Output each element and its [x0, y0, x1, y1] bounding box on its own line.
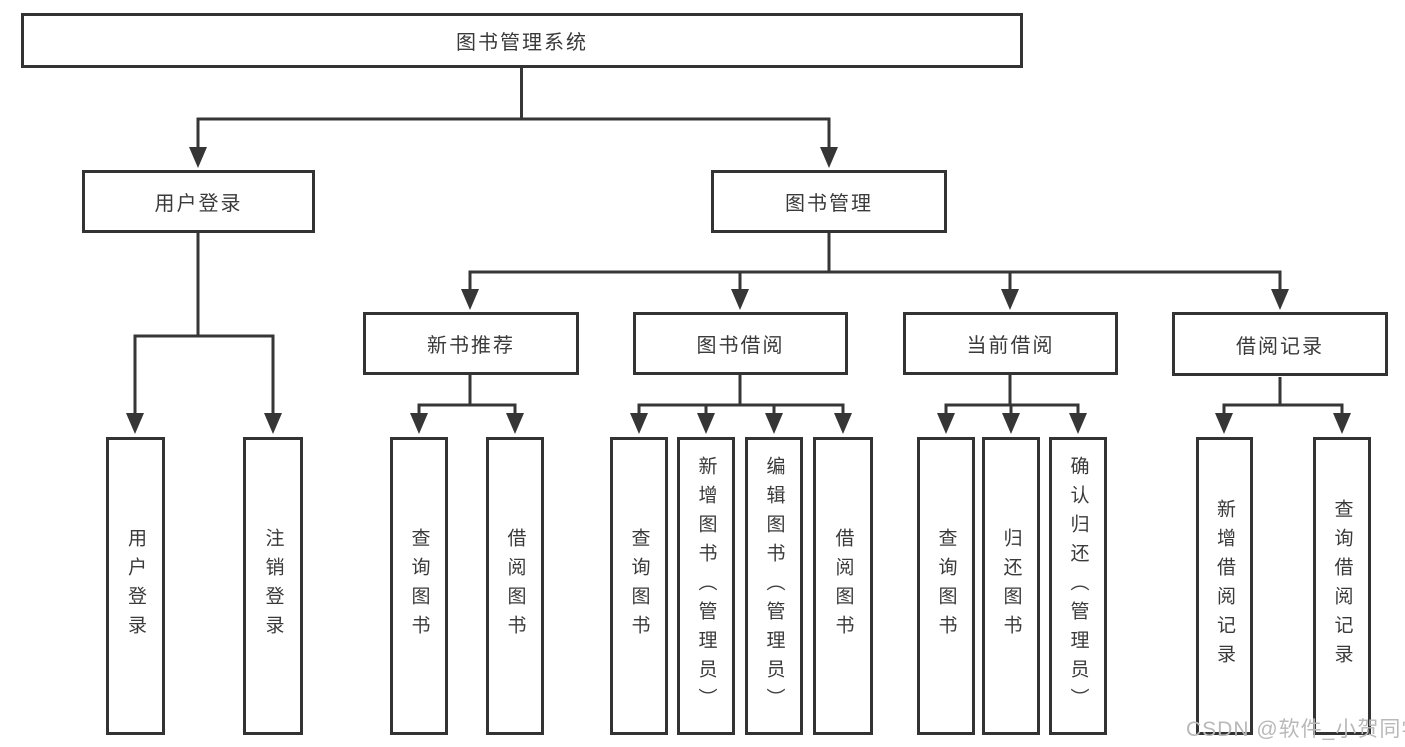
leaf-confirm-return-admin: 确认归还（管理员）: [1049, 437, 1107, 735]
node-user-login: 用户登录: [82, 170, 315, 233]
leaf-query-books-recommend: 查询图书: [390, 437, 448, 735]
node-book-borrowing: 图书借阅: [633, 312, 848, 375]
leaf-add-books-admin: 新增图书（管理员）: [677, 437, 735, 735]
node-borrow-records: 借阅记录: [1172, 312, 1388, 376]
leaf-logout: 注销登录: [243, 437, 303, 735]
watermark: CSDN @软件_小贺同学: [1186, 718, 1405, 741]
leaf-query-borrow-record: 查询借阅记录: [1313, 437, 1371, 735]
leaf-return-books: 归还图书: [982, 437, 1040, 735]
leaf-user-login: 用户登录: [106, 437, 165, 735]
leaf-query-books-borrow: 查询图书: [610, 437, 668, 735]
node-new-book-recommend: 新书推荐: [363, 312, 579, 375]
leaf-borrow-books-recommend: 借阅图书: [486, 437, 544, 735]
leaf-query-books-current: 查询图书: [917, 437, 975, 735]
node-current-borrowing: 当前借阅: [903, 312, 1118, 375]
node-book-management: 图书管理: [711, 170, 947, 233]
leaf-edit-books-admin: 编辑图书（管理员）: [745, 437, 803, 735]
leaf-add-borrow-record: 新增借阅记录: [1196, 437, 1253, 735]
node-root: 图书管理系统: [21, 13, 1023, 68]
leaf-borrow-books-borrow: 借阅图书: [813, 437, 873, 735]
